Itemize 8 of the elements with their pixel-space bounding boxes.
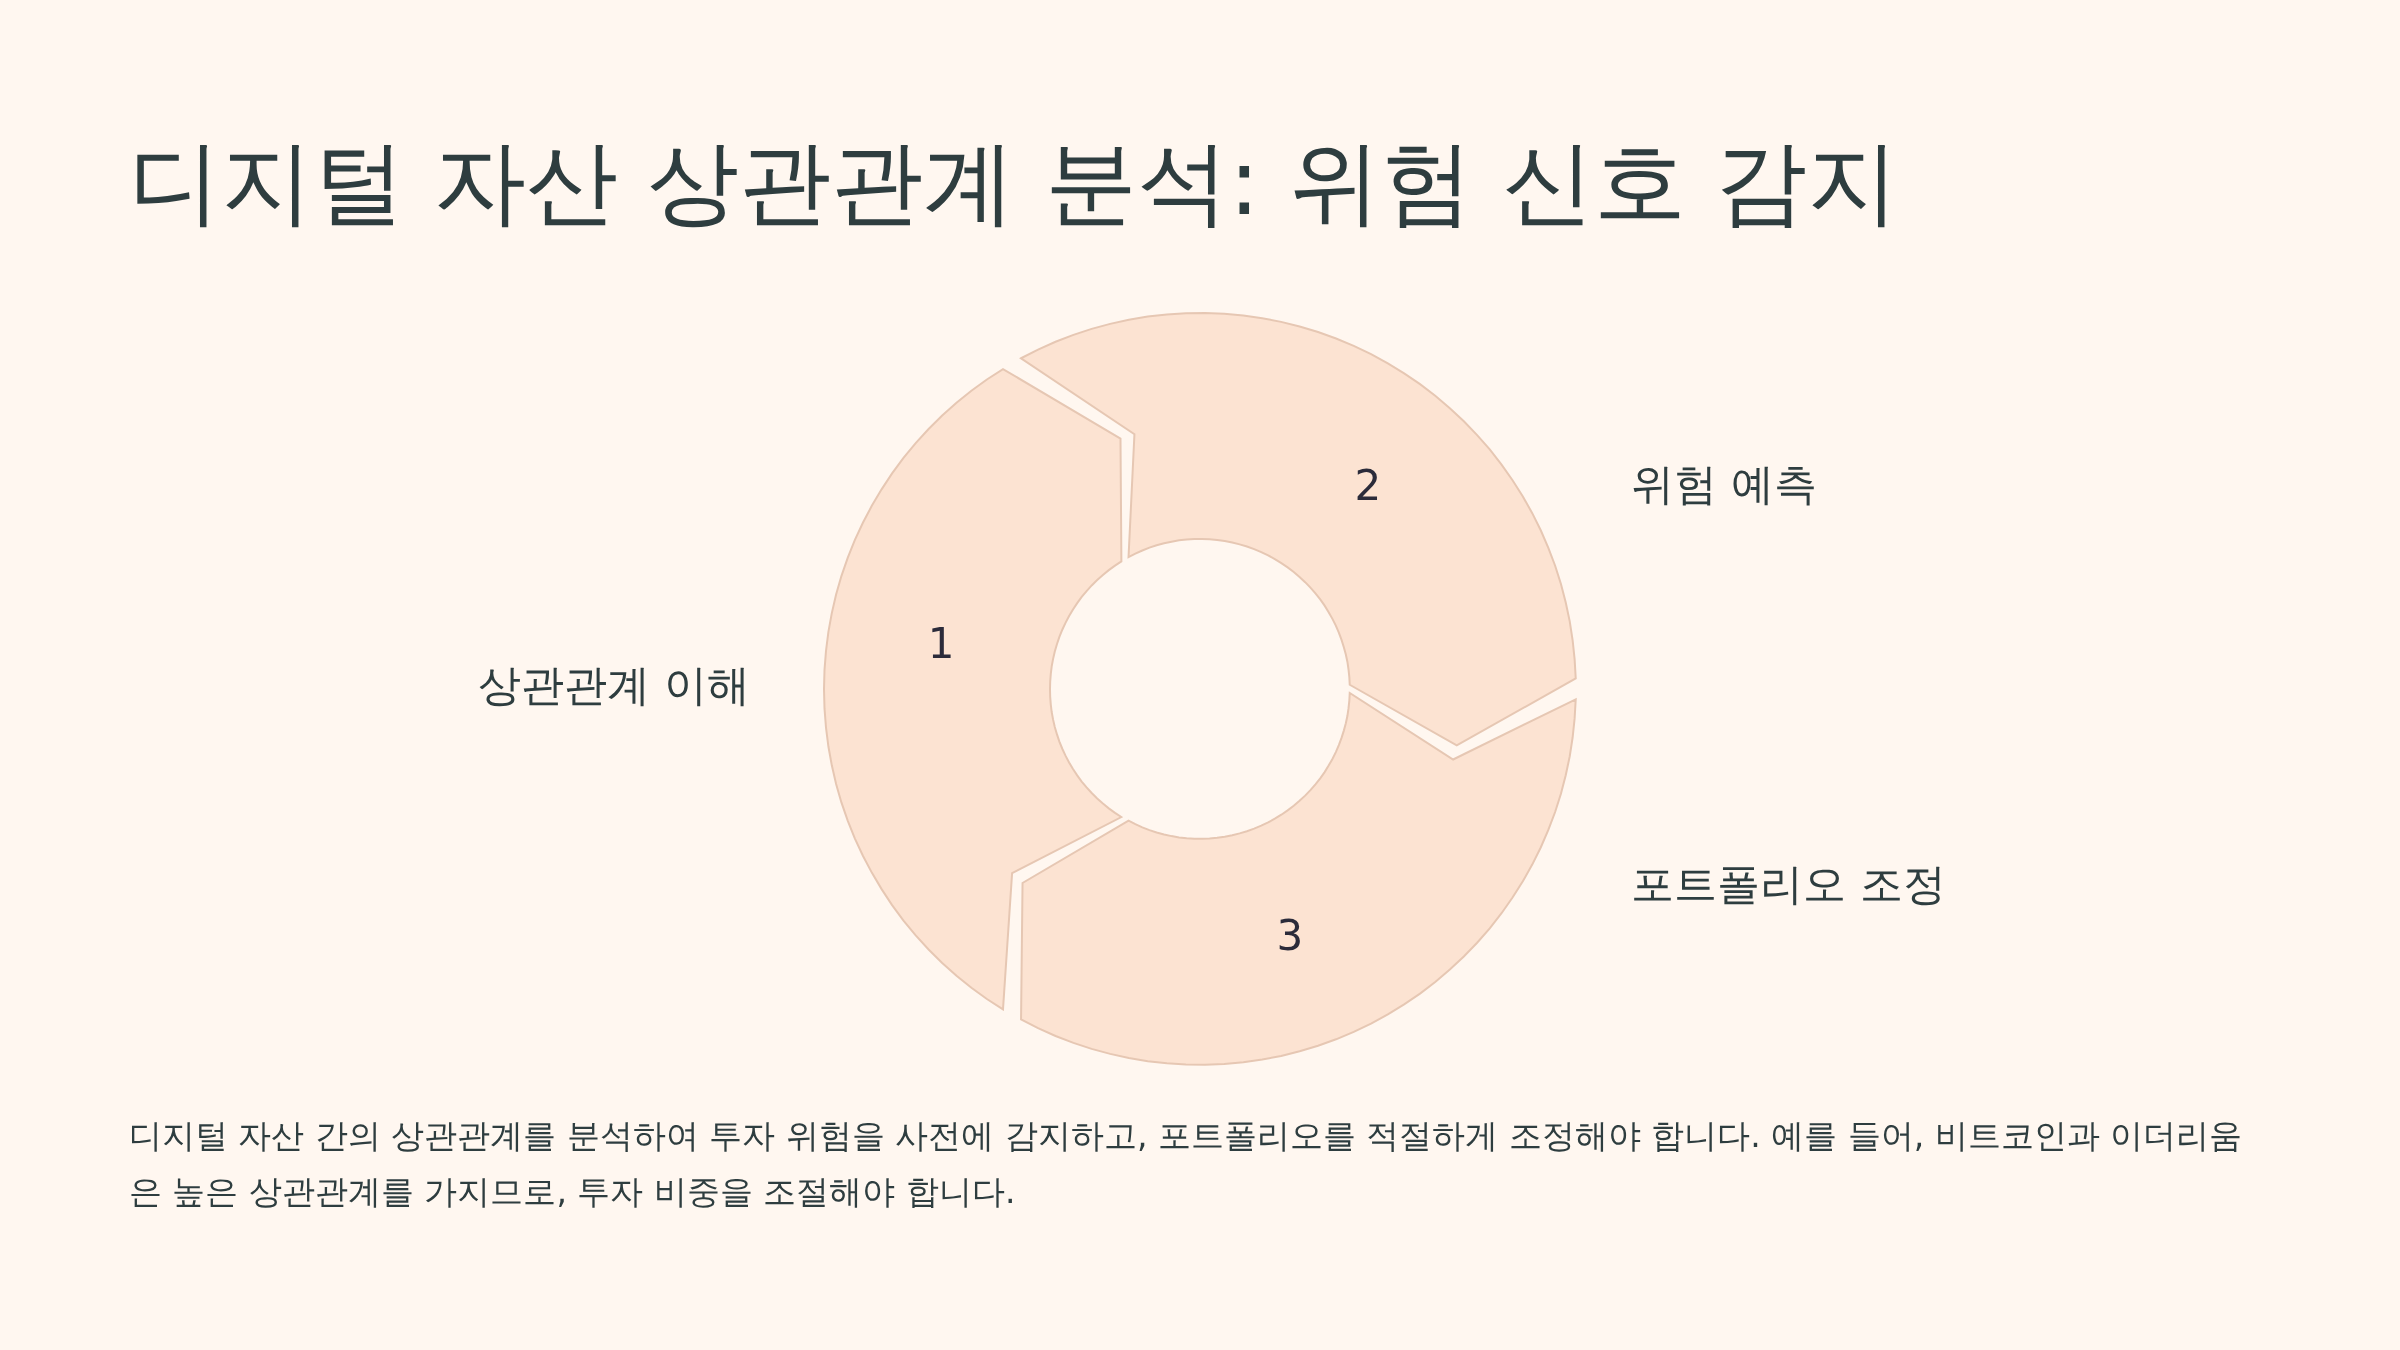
step-number: 1 <box>927 618 955 668</box>
step-label: 포트폴리오 조정 <box>1631 858 1946 911</box>
caption-paragraph: 디지털 자산 간의 상관관계를 분석하여 투자 위험을 사전에 감지하고, 포트폴리오를 적절하게 조정해야 합니다. 예를 들어, 비트코인과 이더리움은 높은 상관관계를 가지므로, 투자 비중을 조절해야 합니다. <box>129 1115 2244 1214</box>
step-label: 상관관계 이해 <box>478 659 750 712</box>
title: 디지털 자산 상관관계 분석: 위험 신호 감지 <box>129 128 1900 238</box>
step-number: 3 <box>1276 910 1304 960</box>
step-label: 위험 예측 <box>1631 458 1817 511</box>
step-number: 2 <box>1354 460 1382 510</box>
